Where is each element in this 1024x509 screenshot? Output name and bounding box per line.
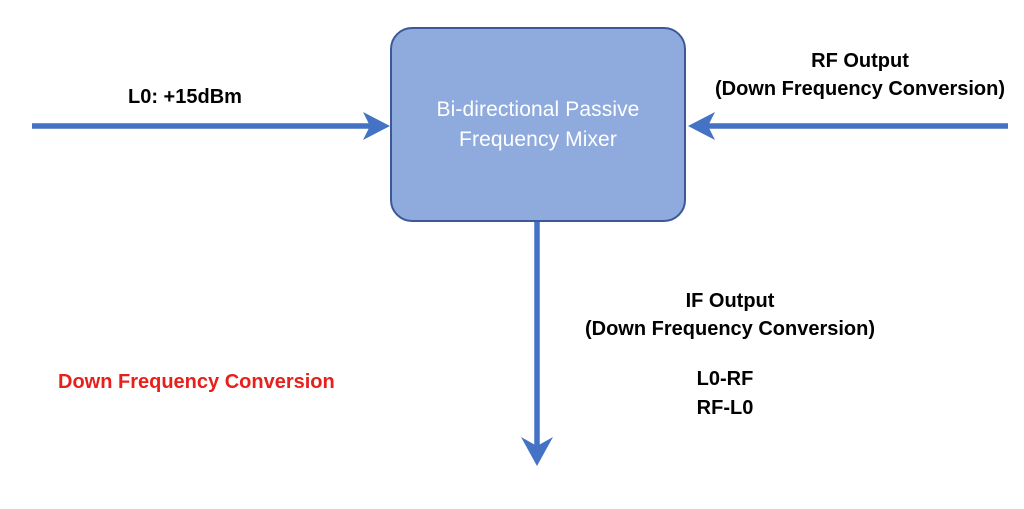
mixer-block-label: Bi-directional Passive Frequency Mixer <box>436 97 640 151</box>
lo-input-label: L0: +15dBm <box>128 86 242 108</box>
if-output-products-label: L0-RF RF-L0 <box>696 368 754 419</box>
mixer-block: Bi-directional Passive Frequency Mixer <box>390 27 686 222</box>
if-output-arrow-head <box>521 437 553 466</box>
lo-input-arrow-head <box>363 112 390 140</box>
rf-output-arrow-head <box>688 112 715 140</box>
rf-output-arrow <box>688 112 1008 140</box>
if-output-label: IF Output (Down Frequency Conversion) <box>584 290 876 340</box>
lo-input-arrow <box>32 112 390 140</box>
if-output-arrow <box>521 222 553 466</box>
rf-output-label: RF Output (Down Frequency Conversion) <box>714 50 1006 100</box>
down-conversion-note: Down Frequency Conversion <box>58 371 335 393</box>
